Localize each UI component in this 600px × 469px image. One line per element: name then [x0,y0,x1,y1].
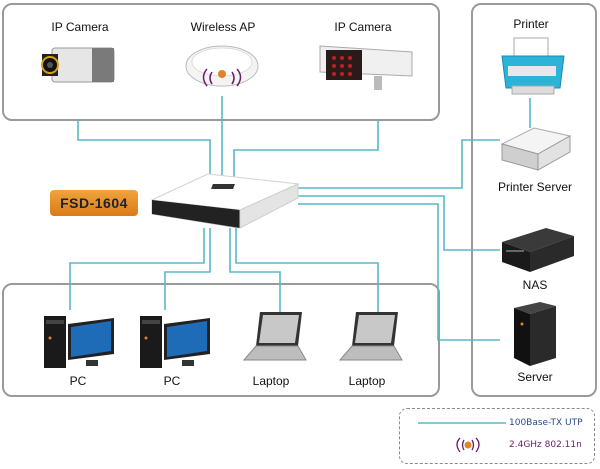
ip-camera-1-label: IP Camera [51,20,109,34]
cable-to-nas [298,195,500,251]
laptop-1-label: Laptop [252,374,290,388]
cable-to-ip-camera-1 [77,120,211,178]
ip-camera-2-label: IP Camera [334,20,392,34]
wifi-signal-icon [456,437,480,453]
wireless-ap-icon [185,45,259,87]
legend-box [399,408,595,464]
cable-to-laptop-1 [229,228,281,312]
bullet-camera-icon [319,45,413,90]
pc-icon [44,316,114,368]
pc-2-label: PC [163,374,181,388]
cable-to-ip-camera-2 [233,120,379,178]
server-label: Server [517,370,553,384]
cable-to-printer-server [298,139,500,189]
pc-icon [140,316,210,368]
laptop-2-label: Laptop [348,374,386,388]
legend-wireless-label: 2.4GHz 802.11n [509,440,582,450]
cable-to-server [298,203,500,341]
cable-to-laptop-2 [235,228,379,312]
printer-label: Printer [513,17,549,31]
print-server-icon [500,127,572,171]
wireless-ap-label: Wireless AP [190,20,256,34]
cable-to-pc-1 [69,228,205,310]
laptop-icon [242,312,307,361]
printer-icon [501,37,565,95]
cable-to-pc-2 [164,228,211,310]
nas-label: NAS [522,278,548,292]
legend-symbols [418,422,506,453]
printer-server-label: Printer Server [497,180,573,194]
nas-icon [502,228,574,272]
laptop-icon [338,312,403,361]
server-icon [514,302,556,366]
switch-model-label: FSD-1604 [50,190,138,216]
legend-wired-label: 100Base-TX UTP [509,418,583,428]
switch-icon [150,173,300,229]
pc-1-label: PC [69,374,87,388]
ip-camera-icon [41,47,115,83]
